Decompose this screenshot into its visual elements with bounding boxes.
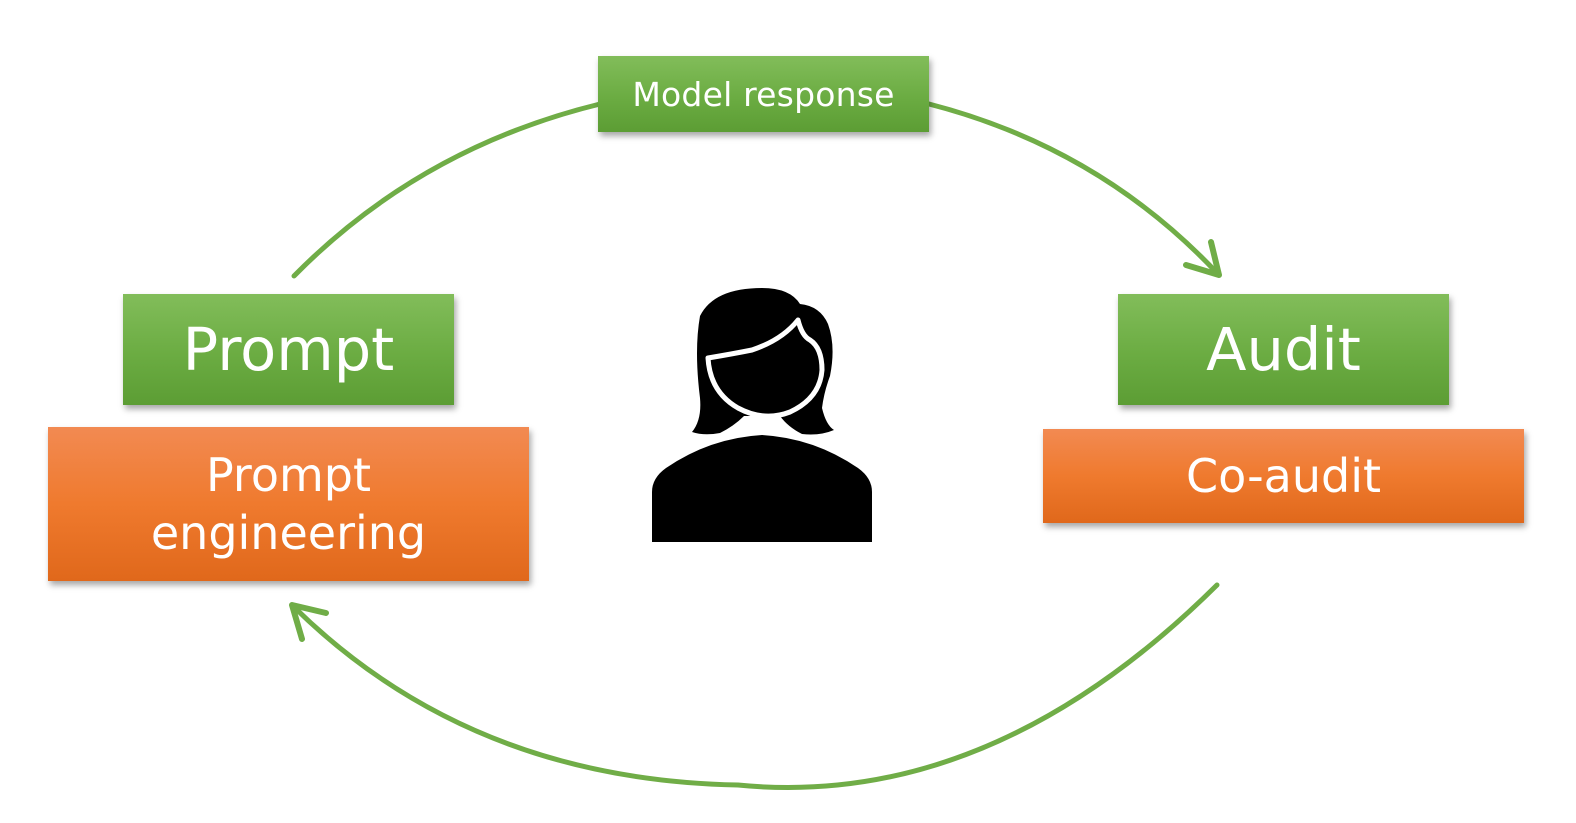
prompt-label: Prompt — [182, 315, 395, 384]
audit-box: Audit — [1118, 294, 1449, 405]
arrowhead-audit-icon — [1183, 239, 1222, 278]
prompt-box: Prompt — [123, 294, 454, 405]
prompt-engineering-box: Prompt engineering — [48, 427, 529, 581]
prompt-engineering-line-2: engineering — [150, 506, 427, 560]
model-response-label: Model response — [632, 74, 895, 114]
arc-response-to-audit — [926, 101, 1221, 277]
prompt-engineering-line-1: Prompt — [205, 448, 372, 502]
arc-prompt-to-response — [291, 101, 603, 279]
person-icon — [652, 288, 872, 542]
co-audit-label: Co-audit — [1185, 449, 1382, 503]
co-audit-box: Co-audit — [1043, 429, 1524, 523]
arc-coaudit-to-prompt — [291, 582, 1220, 790]
arrowhead-prompt-icon — [289, 602, 329, 642]
audit-label: Audit — [1206, 315, 1361, 384]
model-response-box: Model response — [598, 56, 929, 132]
